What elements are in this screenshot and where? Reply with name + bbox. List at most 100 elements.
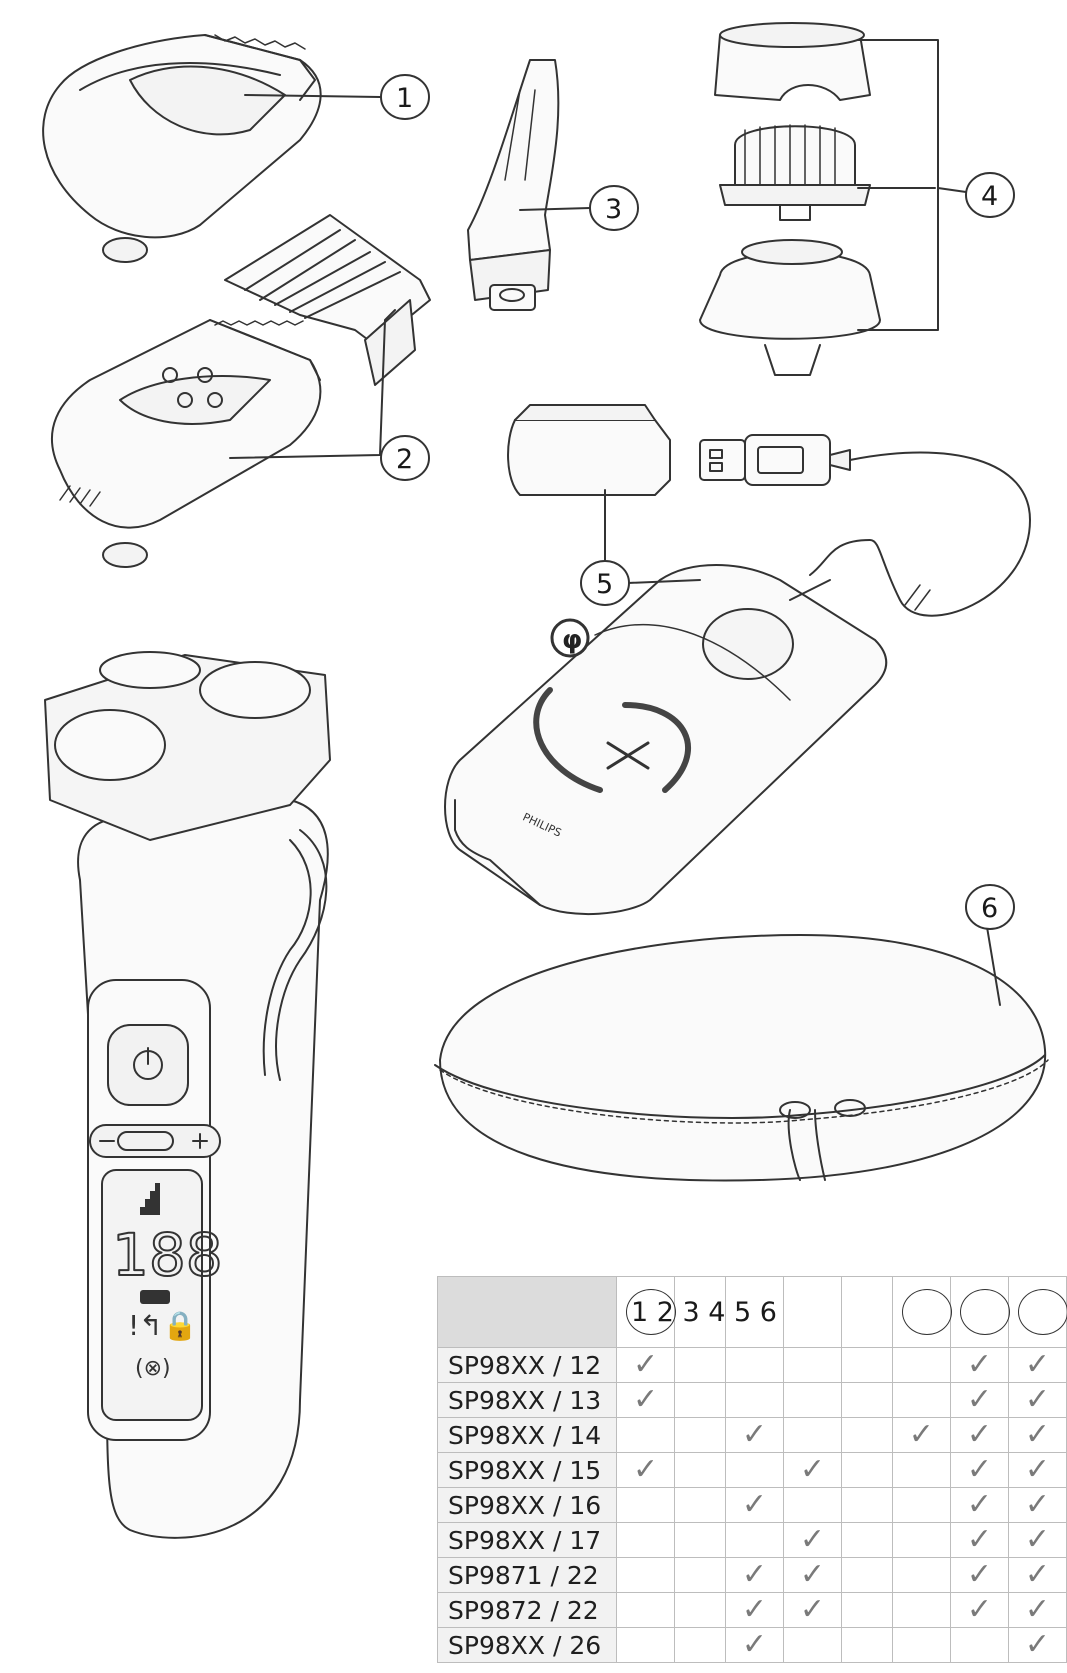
empty-cell: [891, 1522, 951, 1558]
empty-cell: [891, 1452, 951, 1488]
table-row: SP9872 / 22✓✓✓✓: [437, 1592, 1067, 1628]
model-cell: SP98XX / 12: [437, 1347, 617, 1383]
table-header-cell: 1 2 3 4 5 6: [615, 1276, 777, 1348]
empty-cell: [782, 1382, 842, 1418]
check-icon: ✓: [949, 1347, 1009, 1383]
check-icon: ✓: [949, 1487, 1009, 1523]
empty-cell: [724, 1347, 784, 1383]
check-icon: ✓: [724, 1557, 784, 1593]
check-icon: ✓: [1007, 1417, 1067, 1453]
check-icon: ✓: [724, 1592, 784, 1628]
empty-cell: [724, 1522, 784, 1558]
empty-cell: [840, 1382, 893, 1418]
callout-4: 4: [937, 172, 1015, 218]
check-icon: ✓: [724, 1627, 784, 1663]
table-header-cell: [782, 1276, 842, 1348]
empty-cell: [674, 1557, 726, 1593]
check-icon: ✓: [782, 1452, 842, 1488]
travel-pouch-6: [434, 914, 1049, 1182]
svg-text:(⊗): (⊗): [135, 1356, 171, 1381]
callout-5: 5: [580, 560, 701, 606]
header-label: 1 2 3 4 5 6: [630, 1297, 777, 1328]
table-header-cell: [891, 1276, 952, 1348]
empty-cell: [782, 1487, 842, 1523]
empty-cell: [840, 1592, 893, 1628]
charging-set-5: PHILIPS φ: [444, 404, 1031, 915]
table-row: SP98XX / 13✓✓✓: [437, 1382, 1067, 1418]
trimmer-with-comb-2: [50, 214, 431, 568]
table-corner-cell: [437, 1276, 617, 1348]
empty-cell: [840, 1557, 893, 1593]
check-icon: ✓: [1007, 1522, 1067, 1558]
empty-cell: [674, 1347, 726, 1383]
empty-cell: [615, 1557, 676, 1593]
check-icon: ✓: [615, 1347, 676, 1383]
empty-cell: [840, 1522, 893, 1558]
header-circle-icon: [625, 1289, 676, 1335]
check-icon: ✓: [949, 1417, 1009, 1453]
empty-cell: [840, 1627, 893, 1663]
check-icon: ✓: [724, 1487, 784, 1523]
check-icon: ✓: [1007, 1452, 1067, 1488]
empty-cell: [615, 1627, 676, 1663]
check-icon: ✓: [949, 1452, 1009, 1488]
callout-6: 6: [965, 884, 1015, 930]
svg-text:3: 3: [605, 194, 622, 225]
table-header-cell: [1007, 1276, 1067, 1348]
display-digits: 188: [112, 1221, 223, 1289]
empty-cell: [615, 1592, 676, 1628]
empty-cell: [782, 1417, 842, 1453]
empty-cell: [615, 1417, 676, 1453]
model-cell: SP98XX / 14: [437, 1417, 617, 1453]
empty-cell: [891, 1487, 951, 1523]
check-icon: ✓: [782, 1592, 842, 1628]
model-cell: SP9871 / 22: [437, 1557, 617, 1593]
model-cell: SP98XX / 13: [437, 1382, 617, 1418]
check-icon: ✓: [1007, 1592, 1067, 1628]
table-header-cell: [724, 1276, 784, 1348]
empty-cell: [840, 1347, 893, 1383]
svg-text:2: 2: [396, 444, 413, 475]
check-icon: ✓: [891, 1417, 951, 1453]
check-icon: ✓: [1007, 1627, 1067, 1663]
check-icon: ✓: [949, 1557, 1009, 1593]
cleansing-brush-4: [699, 22, 939, 376]
model-cell: SP98XX / 26: [437, 1627, 617, 1663]
check-icon: ✓: [1007, 1557, 1067, 1593]
table-row: SP98XX / 15✓✓✓✓: [437, 1452, 1067, 1488]
table-row: SP98XX / 14✓✓✓✓: [437, 1417, 1067, 1453]
svg-text:1: 1: [396, 83, 413, 114]
header-circle-icon: [901, 1289, 952, 1335]
table-row: SP98XX / 26 ✓ ✓: [437, 1627, 1067, 1663]
trimmer-attachment-1: [42, 34, 322, 263]
table-header-cell: [840, 1276, 893, 1348]
header-circle-icon: [1017, 1289, 1067, 1335]
check-icon: ✓: [782, 1522, 842, 1558]
empty-cell: [674, 1452, 726, 1488]
empty-cell: [840, 1452, 893, 1488]
check-icon: ✓: [1007, 1347, 1067, 1383]
empty-cell: [615, 1487, 676, 1523]
empty-cell: [674, 1627, 726, 1663]
callout-2: 2: [229, 309, 430, 481]
check-icon: ✓: [1007, 1487, 1067, 1523]
empty-cell: [949, 1627, 1009, 1663]
table-header-cell: [949, 1276, 1010, 1348]
model-cell: SP98XX / 16: [437, 1487, 617, 1523]
empty-cell: [840, 1487, 893, 1523]
empty-cell: [782, 1347, 842, 1383]
check-icon: ✓: [615, 1382, 676, 1418]
check-icon: ✓: [949, 1382, 1009, 1418]
callout-1: 1: [244, 74, 430, 120]
check-icon: ✓: [1007, 1382, 1067, 1418]
empty-cell: [782, 1627, 842, 1663]
table-row: SP98XX / 16✓✓✓: [437, 1487, 1067, 1523]
check-icon: ✓: [724, 1417, 784, 1453]
empty-cell: [891, 1382, 951, 1418]
empty-cell: [674, 1382, 726, 1418]
empty-cell: [891, 1347, 951, 1383]
shaver-handle: 188 !↰🔒 (⊗): [44, 651, 331, 1539]
check-icon: ✓: [782, 1557, 842, 1593]
